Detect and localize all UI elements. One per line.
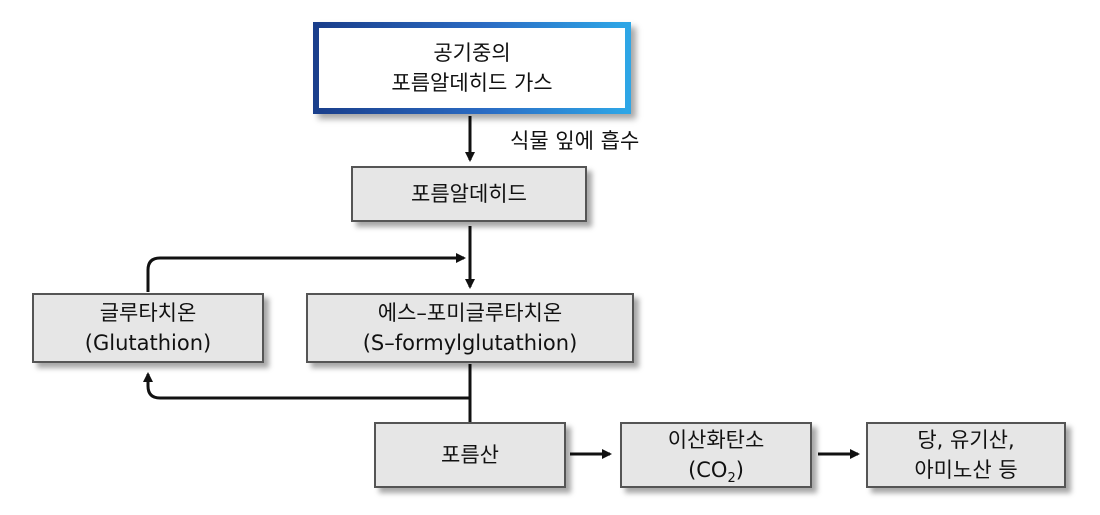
node-co2-subscript: 2: [727, 471, 736, 487]
node-co2-line1: 이산화탄소: [667, 428, 765, 452]
node-s-formylglutathion: 에스–포미글루타치온 (S–formylglutathion): [306, 293, 634, 363]
node-glutathione: 글루타치온 (Glutathion): [32, 293, 264, 363]
node-formaldehyde-label: 포름알데히드: [411, 182, 527, 206]
node-glutathione-line2: (Glutathion): [84, 331, 212, 355]
edge-label-absorb: 식물 잎에 흡수: [510, 129, 640, 153]
node-formic-acid: 포름산: [374, 422, 566, 488]
node-co2-line2-prefix: (CO: [688, 458, 728, 482]
node-airborne-formaldehyde-gas: 공기중의 포름알데히드 가스: [313, 22, 631, 114]
node-products: 당, 유기산, 아미노산 등: [866, 422, 1066, 488]
arrow-glutathione-to-main: [146, 253, 466, 292]
node-formic-label: 포름산: [441, 443, 499, 467]
node-sformyl-line2: (S–formylglutathion): [362, 331, 578, 355]
node-formaldehyde: 포름알데히드: [351, 166, 587, 222]
node-products-line1: 당, 유기산,: [917, 428, 1015, 452]
node-products-line2: 아미노산 등: [914, 458, 1018, 482]
node-co2-line2: (CO2): [688, 455, 744, 485]
node-carbon-dioxide: 이산화탄소 (CO2): [620, 422, 812, 488]
node-co2-line2-suffix: ): [735, 458, 744, 482]
node-top-line2: 포름알데히드 가스: [391, 71, 553, 95]
node-sformyl-line1: 에스–포미글루타치온: [377, 301, 563, 325]
arrow-branch-to-glutathione: [143, 372, 470, 400]
node-glutathione-line1: 글루타치온: [99, 301, 197, 325]
node-top-line1: 공기중의: [433, 41, 511, 65]
